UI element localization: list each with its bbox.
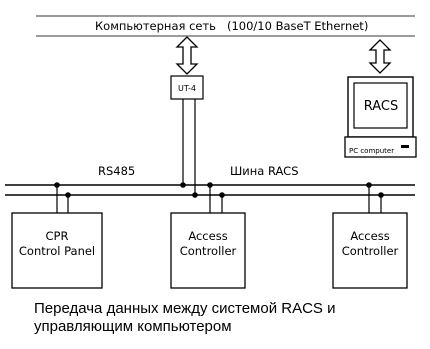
pc-workstation: RACS PC computer [344,76,417,158]
pc-base [344,136,417,158]
access-controller-1: Access Controller [170,212,246,289]
access-controller-2: Access Controller [332,212,408,289]
monitor-screen [353,82,408,129]
controller-1-line2: Controller [180,244,237,258]
cpr-control-panel: CPR Control Panel [11,212,103,289]
network-spec: (100/10 BaseT Ethernet) [227,19,368,33]
pc-double-arrow-icon [368,39,392,74]
ut4-converter: UT-4 [170,75,204,100]
caption-line2: управляющим компьютером [34,318,232,335]
controller-2-line1: Access [350,229,389,243]
controller-1-line1: Access [188,229,227,243]
converter-label: UT-4 [178,84,196,93]
controller-2-line2: Controller [342,244,399,258]
ethernet-line [36,15,415,37]
device-drops [56,185,382,213]
pc-screen-label: RACS [364,99,399,114]
pc-base-label: PC computer [349,147,394,155]
junction-dot [192,192,198,198]
panel-line1: CPR [46,229,69,243]
pc-drive-slot [401,145,409,148]
junction-dot [180,182,186,188]
caption-line1: Передача данных между системой RACS и [34,300,336,317]
network-title: Компьютерная сеть [95,19,216,33]
converter-double-arrow-icon [175,36,199,75]
bus-left-label: RS485 [98,164,135,178]
panel-line2: Control Panel [19,244,95,258]
bus-junctions [54,182,384,198]
diagram-caption: Передача данных между системой RACS и уп… [34,300,424,336]
bus-right-label: Шина RACS [230,164,299,178]
